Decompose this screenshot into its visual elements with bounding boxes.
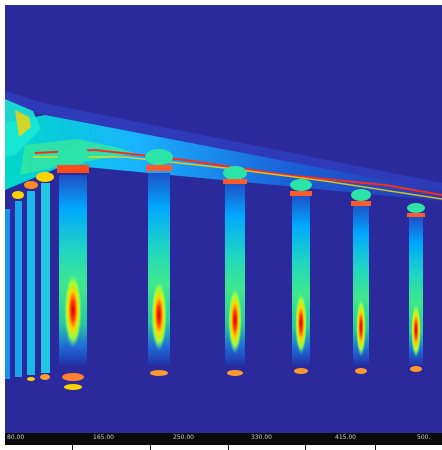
scale-label-2: 165.00: [93, 434, 114, 441]
stress-visualization: 80.00 165.00 250.00 330.00 415.00 500.: [5, 5, 442, 445]
left-columns: [5, 172, 54, 381]
column-5: [351, 189, 371, 374]
column-4: [290, 179, 312, 374]
stylobate: [5, 395, 442, 433]
tick-mark-2: [150, 445, 151, 450]
tick-mark-3: [228, 445, 229, 450]
colonnade-render: [5, 5, 442, 433]
column-6: [407, 203, 425, 372]
left-corner-hot: [15, 110, 31, 137]
column-2: [145, 149, 173, 376]
column-3: [223, 166, 247, 376]
scale-label-4: 330.00: [251, 434, 272, 441]
entablature-top: [5, 91, 442, 191]
scale-label-3: 250.00: [173, 434, 194, 441]
cornice-edge-yellow: [33, 156, 442, 200]
scale-label-1: 80.00: [7, 434, 25, 441]
tick-mark-5: [375, 445, 376, 450]
scale-bar: 80.00 165.00 250.00 330.00 415.00 500.: [5, 433, 442, 445]
column-1: [57, 145, 89, 390]
scale-label-5: 415.00: [335, 434, 356, 441]
tick-mark-1: [72, 445, 73, 450]
tick-mark-4: [305, 445, 306, 450]
scale-label-6: 500.: [417, 434, 431, 441]
